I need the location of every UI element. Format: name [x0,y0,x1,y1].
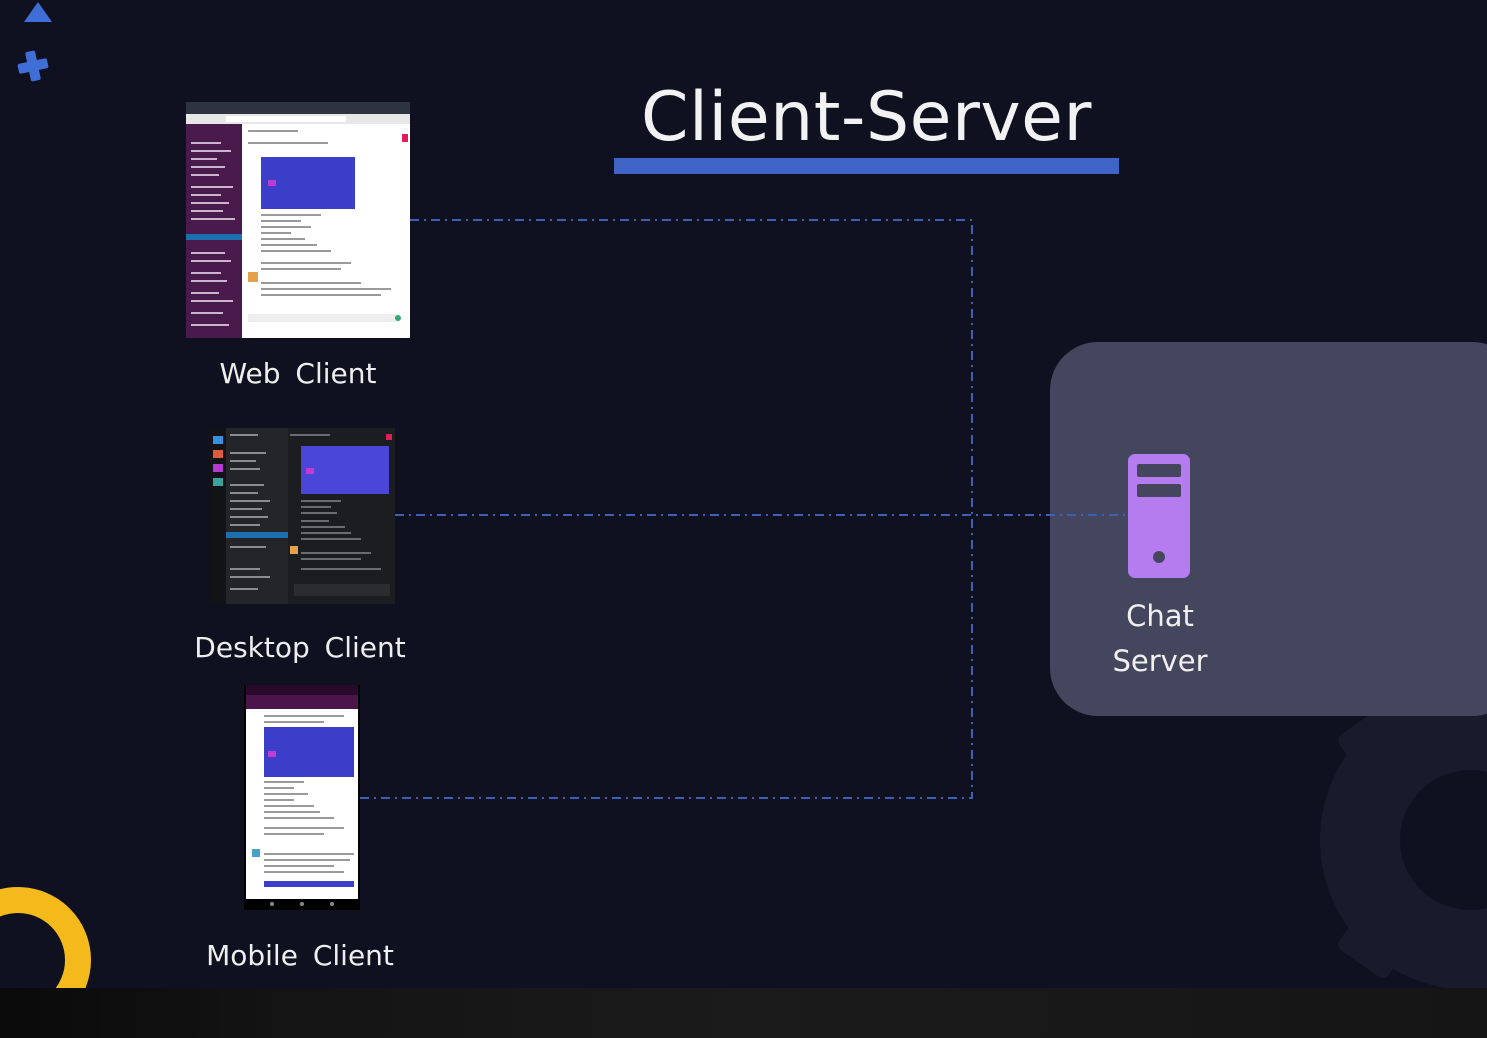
title-underline [614,158,1119,174]
desktop-client-screenshot [210,428,395,604]
plus-icon [17,50,49,82]
connector-web-mobile [360,219,973,799]
chat-server-label: Chat Server [1080,594,1240,684]
server-label-line1: Chat [1126,599,1194,633]
connector-lines [360,219,1130,799]
gear-icon [1320,690,1487,988]
web-client-screenshot [186,102,410,338]
desktop-client-label: Desktop Client [194,631,406,664]
server-panel [1050,342,1487,716]
slide: Client-Server [0,0,1487,988]
ring-icon [0,887,91,988]
server-label-line2: Server [1112,644,1208,678]
bottom-bar [0,988,1487,1038]
mobile-client-screenshot [244,685,360,910]
mobile-client-label: Mobile Client [206,939,394,972]
triangle-icon [24,2,52,22]
web-client-label: Web Client [219,357,377,390]
slide-title: Client-Server [641,78,1092,157]
server-icon [1128,454,1190,578]
